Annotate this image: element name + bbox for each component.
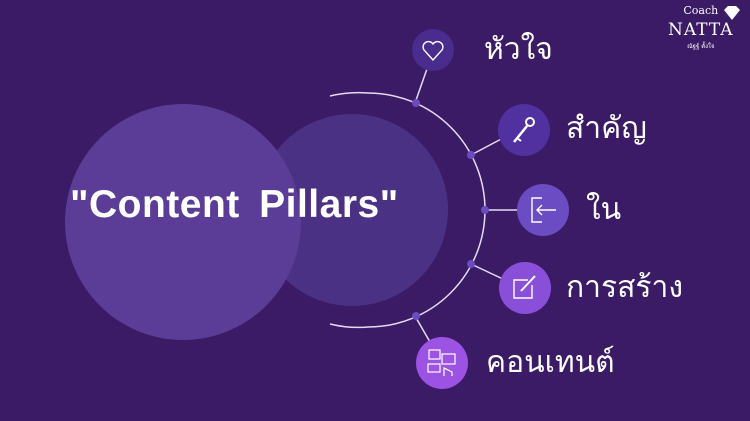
arc	[329, 91, 369, 97]
coach-natta-logo: Coach NATTA ณัฐฐ์ ตั้งใจ	[668, 4, 734, 51]
label-heart: หัวใจ	[484, 32, 553, 67]
label-creating: การสร้าง	[566, 270, 684, 305]
label-content: คอนเทนต์	[486, 345, 615, 380]
big-circle	[65, 104, 301, 340]
diamond-logo-icon	[724, 6, 740, 20]
logo-text: ณัฐฐ์ ตั้งใจ	[687, 43, 715, 51]
label-in: ใน	[586, 192, 622, 227]
arc	[329, 323, 369, 329]
logo-text: NATTA	[668, 20, 734, 41]
arc-dot	[467, 151, 475, 159]
arc-dot	[467, 260, 475, 268]
arc-dot	[481, 206, 489, 214]
logo-text: Coach	[683, 4, 719, 17]
heart-icon	[412, 29, 454, 71]
connector-lines	[414, 65, 520, 343]
arc-dot	[412, 312, 420, 320]
arc-dot	[412, 99, 420, 107]
edit-icon	[499, 262, 551, 314]
sign-in-icon	[517, 184, 569, 236]
label-important: สำคัญ	[566, 111, 647, 146]
key-icon	[498, 104, 550, 156]
content-media-icon	[416, 337, 468, 389]
small-circle	[256, 114, 448, 306]
main-title: "Content Pillars"	[70, 183, 399, 226]
